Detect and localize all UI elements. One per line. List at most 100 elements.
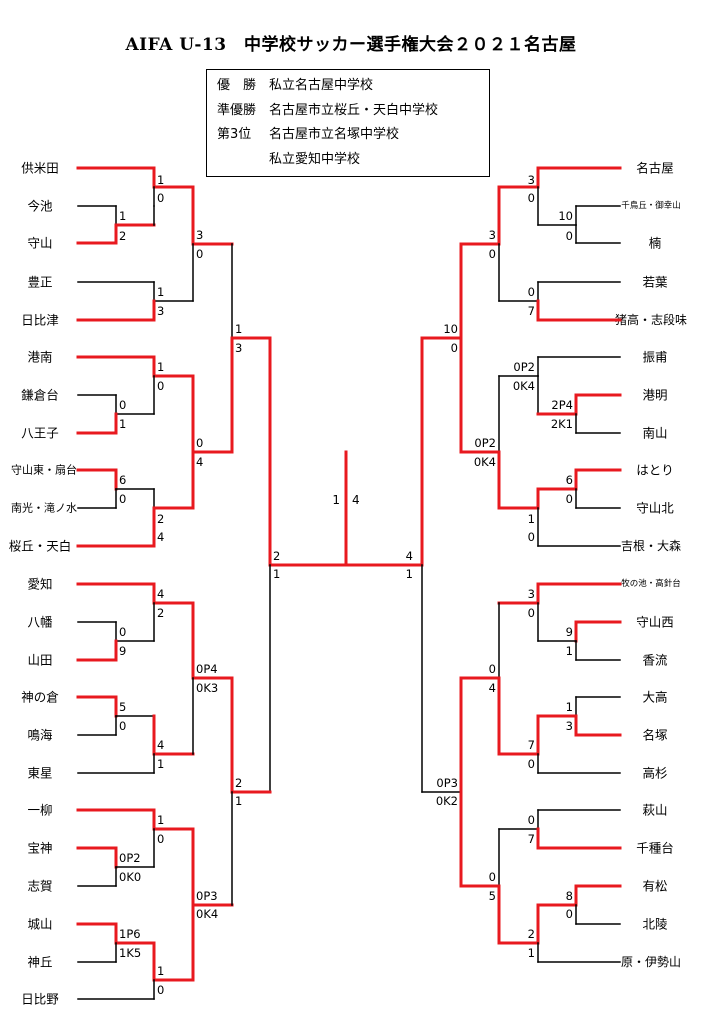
team-name: 楠: [649, 236, 662, 251]
match-score: 10: [558, 209, 573, 223]
team-name: 八王子: [21, 426, 59, 441]
team-name: はとり: [636, 463, 674, 478]
match-score: 1: [157, 173, 164, 187]
match-score: 2: [157, 512, 164, 526]
match-score: 1: [157, 285, 164, 299]
match-score: 0: [528, 530, 535, 544]
match-score: 0: [157, 191, 164, 205]
match-score: 1: [157, 813, 164, 827]
match-score: 0K3: [196, 681, 218, 695]
match-score: 0K4: [196, 907, 218, 921]
team-name: 南光・滝ノ水: [11, 501, 77, 515]
match-score: 0P3: [436, 776, 458, 790]
match-score: 0P2: [513, 360, 535, 374]
team-name: 宝神: [27, 841, 52, 856]
match-score: 0: [528, 191, 535, 205]
team-name: 振甫: [642, 350, 667, 365]
match-score: 4: [157, 738, 164, 752]
team-name: 猪高・志段味: [615, 312, 687, 327]
team-name: 香流: [642, 653, 668, 668]
team-name: 若葉: [642, 275, 668, 290]
match-score: 0P2: [119, 851, 141, 865]
match-score: 2P4: [551, 398, 573, 412]
final-score: 1 4: [332, 493, 359, 507]
match-score: 1: [157, 964, 164, 978]
results-team: 私立名古屋中学校: [269, 78, 374, 93]
team-name: 八幡: [27, 615, 53, 630]
match-score: 1P6: [119, 927, 141, 941]
match-score: 0: [119, 492, 126, 506]
match-score: 0: [119, 625, 126, 639]
match-score: 2: [273, 549, 280, 563]
results-team: 私立愛知中学校: [269, 151, 361, 167]
team-name: 原・伊勢山: [621, 954, 681, 969]
match-score: 1: [528, 512, 535, 526]
results-row: 準優勝 名古屋市立桜丘・天白中学校: [217, 99, 489, 124]
match-score: 9: [119, 644, 126, 658]
match-score: 1: [566, 644, 573, 658]
match-score: 0P3: [196, 889, 218, 903]
match-score: 1K5: [119, 946, 141, 960]
match-score: 8: [566, 889, 573, 903]
team-name: 豊正: [27, 275, 52, 290]
team-name: 牧の池・高針台: [621, 578, 681, 589]
team-name: 神の倉: [21, 690, 59, 705]
team-name: 桜丘・天白: [9, 539, 72, 554]
match-score: 2K1: [551, 417, 573, 431]
match-score: 0: [196, 247, 203, 261]
match-score: 0: [451, 341, 458, 355]
results-team: 名古屋市立桜丘・天白中学校: [269, 102, 439, 118]
team-name: 神丘: [27, 955, 52, 970]
match-score: 4: [196, 455, 203, 469]
results-label: 準優勝: [217, 102, 257, 118]
match-score: 5: [489, 889, 496, 903]
match-score: 1: [157, 360, 164, 374]
match-score: 2: [528, 927, 535, 941]
match-score: 7: [528, 304, 535, 318]
team-name: 守山北: [636, 501, 674, 516]
match-score: 1: [119, 209, 126, 223]
results-row: 私立愛知中学校: [217, 148, 489, 173]
match-score: 10: [443, 322, 458, 336]
match-score: 0K4: [513, 379, 535, 393]
match-score: 2: [235, 776, 242, 790]
match-score: 0: [566, 907, 573, 921]
match-score: 6: [566, 473, 573, 487]
match-score: 0: [157, 983, 164, 997]
results-row: 優 勝 私立名古屋中学校: [217, 74, 489, 99]
match-score: 0P2: [474, 436, 496, 450]
match-score: 6: [119, 473, 126, 487]
match-score: 0: [528, 757, 535, 771]
match-score: 3: [489, 228, 496, 242]
match-score: 0: [566, 492, 573, 506]
match-score: 3: [566, 719, 573, 733]
match-score: 7: [528, 738, 535, 752]
team-name: 名古屋: [636, 161, 674, 176]
match-score: 0: [528, 285, 535, 299]
team-name: 守山西: [636, 615, 674, 630]
team-name: 城山: [27, 917, 52, 932]
match-score: 0: [157, 832, 164, 846]
results-team: 名古屋市立名塚中学校: [269, 127, 400, 142]
match-score: 0K4: [474, 455, 496, 469]
team-name: 大高: [642, 690, 667, 705]
match-score: 3: [235, 341, 242, 355]
match-score: 1: [273, 567, 280, 581]
match-score: 3: [528, 173, 535, 187]
match-score: 0: [196, 436, 203, 450]
match-score: 4: [489, 681, 496, 695]
team-name: 鳴海: [27, 728, 53, 743]
match-score: 7: [528, 832, 535, 846]
match-score: 4: [406, 549, 413, 563]
match-score: 0: [528, 813, 535, 827]
match-score: 0K2: [436, 794, 458, 808]
results-label: 第3位: [217, 127, 252, 142]
match-score: 0P4: [196, 662, 218, 676]
match-score: 1: [528, 946, 535, 960]
match-score: 3: [196, 228, 203, 242]
match-score: 0: [489, 662, 496, 676]
team-name: 東星: [27, 766, 52, 781]
team-name: 萩山: [642, 803, 667, 818]
team-name: 港南: [27, 350, 52, 365]
